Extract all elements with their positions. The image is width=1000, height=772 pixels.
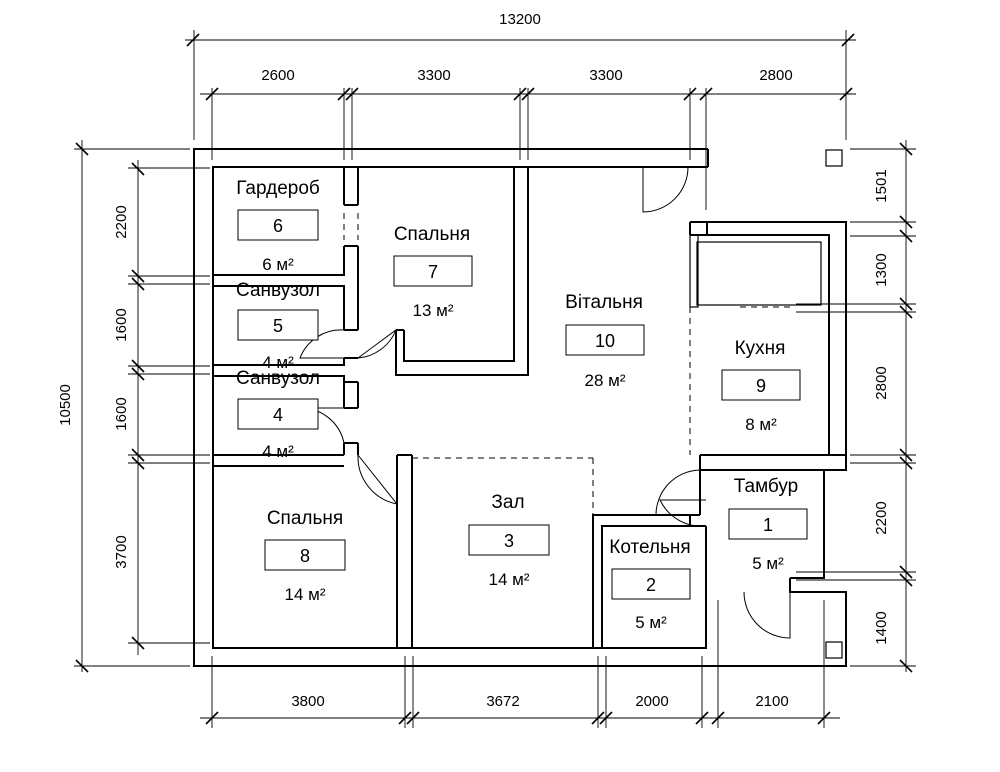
room-6-area: 6 м² [262,255,294,274]
room-8-number-box [264,539,346,571]
room-8-area: 14 м² [285,585,326,604]
outer-wall-inner-outline [212,166,707,649]
dim-right-2: 1300 [873,253,890,286]
room-1-label-group: Тамбур 1 5 м² [728,476,808,573]
room-3-area: 14 м² [489,570,530,589]
room-3-number-box [468,524,550,556]
room-6-name: Гардероб [236,178,320,199]
room-5-label-group: Санвузол 5 4 м² [236,280,320,372]
room-2-label-group: Котельня 2 5 м² [609,537,690,632]
room-4-area: 4 м² [262,442,294,461]
room-3-label-group: Зал 3 14 м² [468,492,550,589]
room-10-name: Вітальня [565,292,643,313]
dimension-labels: 13200 2600 3300 3300 2800 3800 3672 2000… [57,11,890,710]
room-9-number-box [721,369,801,401]
column-bottom-right [825,641,843,659]
room-4-number: 4 [273,405,283,425]
room-7-number-box [393,255,473,287]
dim-top-1: 2600 [261,67,294,84]
room-1-number: 1 [763,515,773,535]
walls [193,148,847,667]
room-10-label-group: Вітальня 10 28 м² [565,292,645,390]
room-10-area: 28 м² [585,371,626,390]
room-9-area: 8 м² [745,415,777,434]
room-7-label-group: Спальня 7 13 м² [393,224,473,320]
dim-left-4: 3700 [113,535,130,568]
room-8-label-group: Спальня 8 14 м² [264,508,346,604]
openings [343,213,790,515]
room-8-number: 8 [300,546,310,566]
room-7-area: 13 м² [413,301,454,320]
room-1-area: 5 м² [752,554,784,573]
dim-top-4: 2800 [759,67,792,84]
doors [299,166,791,639]
room-2-name: Котельня [609,537,690,558]
room-7-name: Спальня [394,224,470,245]
room-2-number: 2 [646,575,656,595]
dim-right-1: 1501 [873,169,890,202]
room-1-name: Тамбур [734,476,799,497]
room-5-number: 5 [273,316,283,336]
room-4-label-group: Санвузол 4 4 м² [236,368,320,461]
room-6-label-group: Гардероб 6 6 м² [236,178,320,274]
room-2-area: 5 м² [635,613,667,632]
dim-top-2: 3300 [417,67,450,84]
dim-right-3: 2800 [873,366,890,399]
dimension-lines [74,30,916,728]
room-4-number-box [237,398,319,430]
dim-bottom-2: 3672 [486,693,519,710]
dim-right-4: 2200 [873,501,890,534]
dim-left-3: 1600 [113,397,130,430]
dim-bottom-4: 2100 [755,693,788,710]
room-2-number-box [611,568,691,600]
room-1-number-box [728,508,808,540]
dim-left-1: 2200 [113,205,130,238]
room-10-number-box [565,324,645,356]
room-9-label-group: Кухня 9 8 м² [721,338,801,434]
dim-left-2: 1600 [113,308,130,341]
dim-top-3: 3300 [589,67,622,84]
dim-total-height: 10500 [57,384,74,426]
room-9-name: Кухня [735,338,786,359]
room-5-name: Санвузол [236,280,320,301]
room-10-number: 10 [595,331,615,351]
room-6-number-box [237,209,319,241]
room-4-name: Санвузол [236,368,320,389]
room-3-name: Зал [491,492,524,513]
room-5-area: 4 м² [262,353,294,372]
room-8-name: Спальня [267,508,343,529]
room-3-number: 3 [504,531,514,551]
room-7-number: 7 [428,262,438,282]
dim-bottom-3: 2000 [635,693,668,710]
dim-right-5: 1400 [873,611,890,644]
column-top-right [825,149,843,167]
dim-total-width: 13200 [499,11,541,28]
dim-bottom-1: 3800 [291,693,324,710]
room-9-number: 9 [756,376,766,396]
room-5-number-box [237,309,319,341]
room-6-number: 6 [273,216,283,236]
